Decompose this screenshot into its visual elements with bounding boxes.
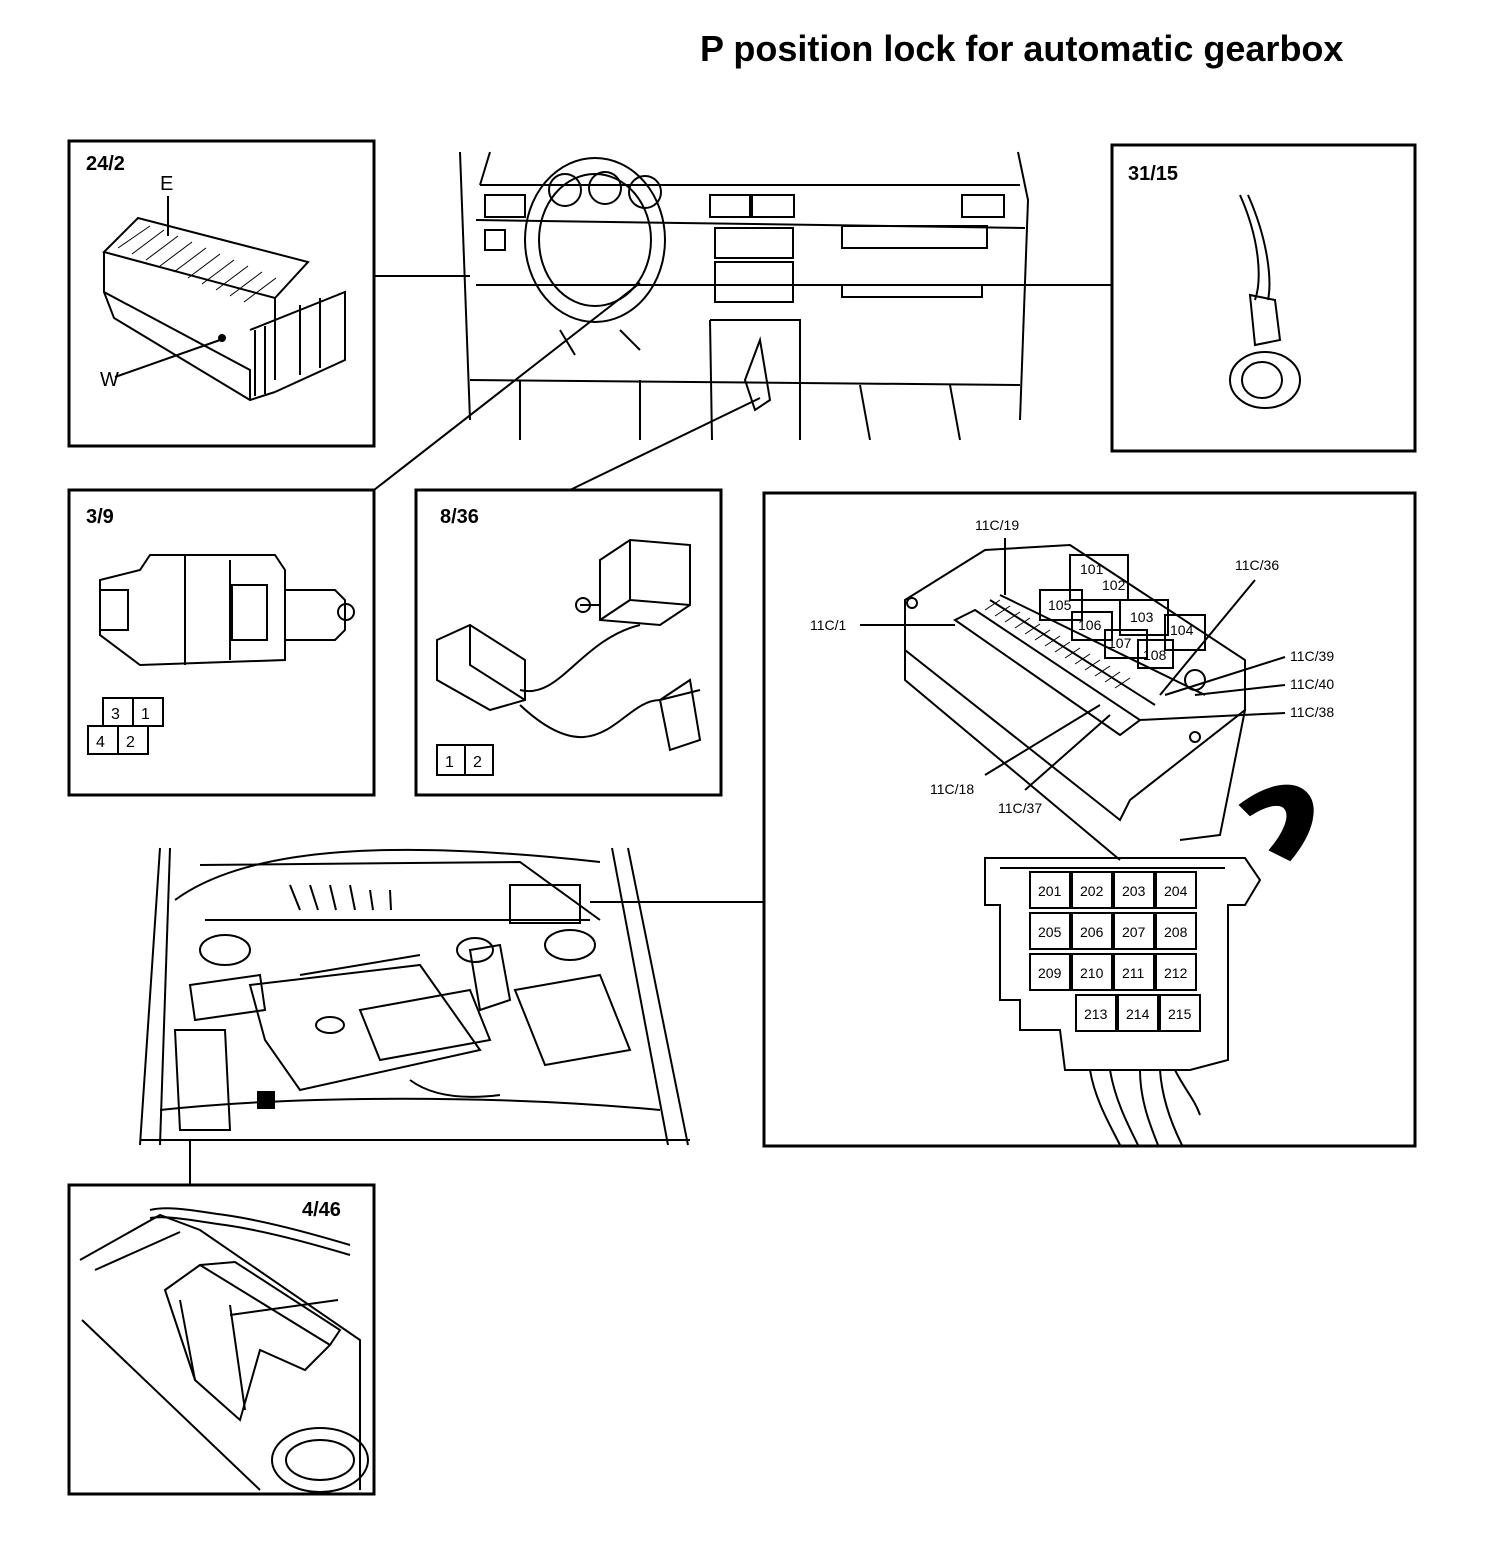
- fuse-cell: [1155, 912, 1197, 950]
- fuse-label-206: 206: [1080, 924, 1104, 940]
- panel-4-46-label: 4/46: [302, 1199, 341, 1221]
- fuse-cell: [1029, 912, 1071, 950]
- panel-3-9: 3/9 3 1 4 2: [67, 488, 376, 797]
- fuse-cell: [1075, 994, 1117, 1032]
- panel-8-36: 8/36 1 2: [414, 488, 723, 797]
- central-electronic-module-drawing: [102, 196, 346, 402]
- pin-3: 3: [111, 706, 120, 723]
- lower-fuse-grid: 201 202 203 204 205 206 207 208 209 210 211 212 213 2…: [1029, 871, 1201, 1032]
- fuse-label-203: 203: [1122, 883, 1146, 899]
- leader-3-9: [373, 282, 641, 491]
- pin-1: 1: [141, 706, 150, 723]
- fuse-cell: [1071, 953, 1113, 991]
- fuse-label-211: 211: [1122, 965, 1145, 981]
- fuse-cell: [1155, 953, 1197, 991]
- relay-108: 108: [1143, 647, 1167, 663]
- panel-24-2-label: 24/2: [86, 153, 125, 175]
- callout-w: W: [100, 369, 119, 391]
- relay-105: 105: [1048, 597, 1072, 613]
- panel-3-9-label: 3/9: [86, 506, 114, 528]
- ref-11c-37: 11C/37: [998, 800, 1042, 816]
- ref-11c-19: 11C/19: [975, 517, 1019, 533]
- fuse-label-215: 215: [1168, 1006, 1192, 1022]
- fuse-label-201: 201: [1038, 883, 1062, 899]
- solenoid-drawing: [436, 538, 702, 752]
- fuse-label-205: 205: [1038, 924, 1062, 940]
- panel-4-46: 4/46: [67, 1183, 376, 1496]
- fuse-label-213: 213: [1084, 1006, 1108, 1022]
- pin-1: 1: [445, 754, 454, 771]
- relay-106: 106: [1078, 617, 1102, 633]
- relay-107: 107: [1108, 635, 1132, 651]
- fuse-label-208: 208: [1164, 924, 1188, 940]
- fuse-label-210: 210: [1080, 965, 1104, 981]
- pin-4: 4: [96, 734, 105, 751]
- ground-point-drawing: [1229, 194, 1301, 409]
- fuse-cell: [1113, 912, 1155, 950]
- fuse-cell: [1155, 871, 1197, 909]
- pinout-3-9: 3 1 4 2: [87, 697, 164, 755]
- fuse-cell: [1029, 953, 1071, 991]
- panel-8-36-label: 8/36: [440, 506, 479, 528]
- ref-11c-36: 11C/36: [1235, 557, 1279, 573]
- ref-11c-18: 11C/18: [930, 781, 974, 797]
- fuse-cell: [1071, 871, 1113, 909]
- fuse-label-214: 214: [1126, 1006, 1150, 1022]
- brake-light-switch-drawing: [99, 554, 355, 667]
- leader-8-36: [569, 397, 761, 491]
- fuse-holder-drawing: [79, 1207, 369, 1493]
- fuse-cell: [1113, 953, 1155, 991]
- fuse-cell: [1071, 912, 1113, 950]
- fuse-label-207: 207: [1122, 924, 1146, 940]
- engine-bay-illustration: [139, 847, 690, 1185]
- fuse-cell: [1117, 994, 1159, 1032]
- callout-e: E: [160, 173, 173, 195]
- relay-103: 103: [1130, 609, 1154, 625]
- panel-31-15: 31/15: [1110, 143, 1417, 453]
- ref-11c-39: 11C/39: [1290, 648, 1334, 664]
- fuse-cell: [1113, 871, 1155, 909]
- pin-2: 2: [473, 754, 482, 771]
- ref-11c-38: 11C/38: [1290, 704, 1334, 720]
- ref-11c-40: 11C/40: [1290, 676, 1334, 692]
- relay-102: 102: [1102, 577, 1126, 593]
- fuse-cell: [1159, 994, 1201, 1032]
- panel-fusebox: 101 102 105 103 106 104 107 108 11C/19 1…: [762, 491, 1417, 1148]
- panel-24-2: 24/2 E W: [67, 139, 376, 448]
- page-title: P position lock for automatic gearbox: [700, 28, 1344, 69]
- relay-104: 104: [1170, 622, 1194, 638]
- fuse-label-212: 212: [1164, 965, 1188, 981]
- pin-2: 2: [126, 734, 135, 751]
- panel-31-15-label: 31/15: [1128, 163, 1178, 185]
- ref-11c-1: 11C/1: [810, 617, 847, 633]
- dashboard-illustration: [459, 151, 1030, 441]
- fuse-label-204: 204: [1164, 883, 1188, 899]
- flip-arrow-icon: [1238, 784, 1314, 862]
- fuse-label-202: 202: [1080, 883, 1104, 899]
- fuse-label-209: 209: [1038, 965, 1062, 981]
- pinout-8-36: 1 2: [436, 744, 494, 776]
- relay-101: 101: [1080, 561, 1104, 577]
- fuse-cell: [1029, 871, 1071, 909]
